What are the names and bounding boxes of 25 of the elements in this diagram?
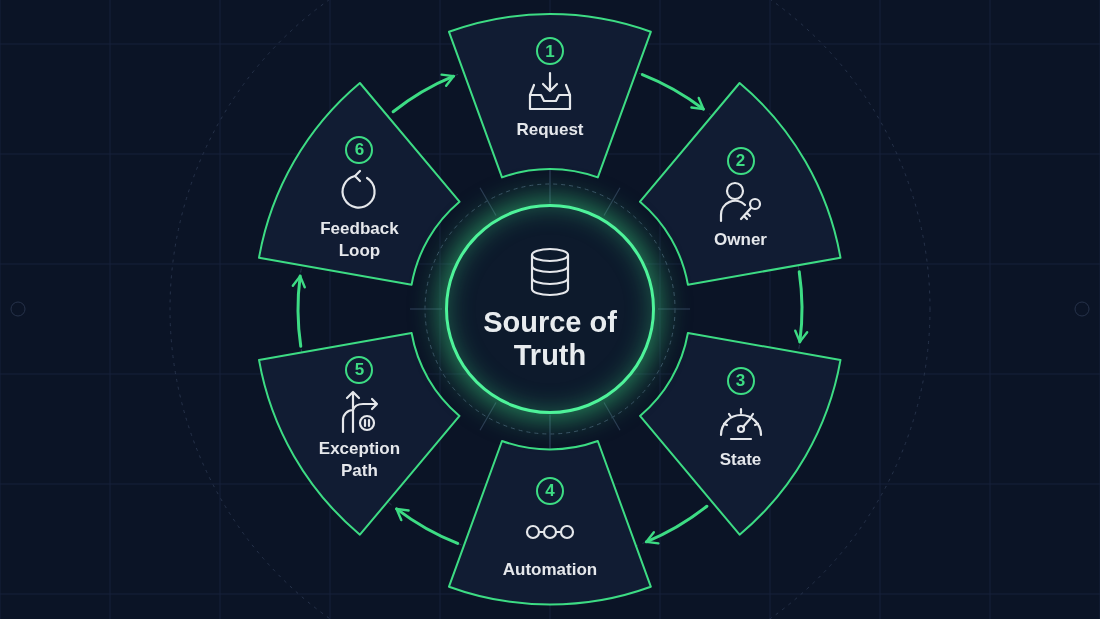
step-label: Request [516, 119, 584, 141]
flow-arrow [391, 73, 456, 114]
segment-panel [257, 81, 462, 287]
flow-arrow [793, 270, 808, 344]
step-label: Exception Path [317, 438, 402, 482]
segment-panel [638, 331, 843, 537]
segment-panel [447, 12, 653, 180]
step-number: 3 [726, 367, 755, 395]
step-label: Feedback Loop [319, 218, 400, 262]
step-number: 5 [345, 356, 374, 384]
step-label: State [719, 449, 762, 471]
step-label: Automation [502, 559, 598, 581]
step-number: 6 [345, 136, 374, 164]
flow-arrow [644, 504, 709, 545]
step-number: 2 [726, 147, 755, 175]
step-number: 4 [536, 477, 564, 505]
flow-arrow [292, 274, 307, 348]
segment-panel [447, 438, 653, 606]
flow-arrow [395, 507, 460, 545]
step-label: Owner [714, 229, 767, 251]
segment-panel [638, 81, 843, 287]
flow-arrow [640, 73, 705, 111]
step-number: 1 [536, 37, 564, 65]
segment-panel [257, 331, 462, 537]
center-title: Source of Truth [482, 306, 618, 372]
